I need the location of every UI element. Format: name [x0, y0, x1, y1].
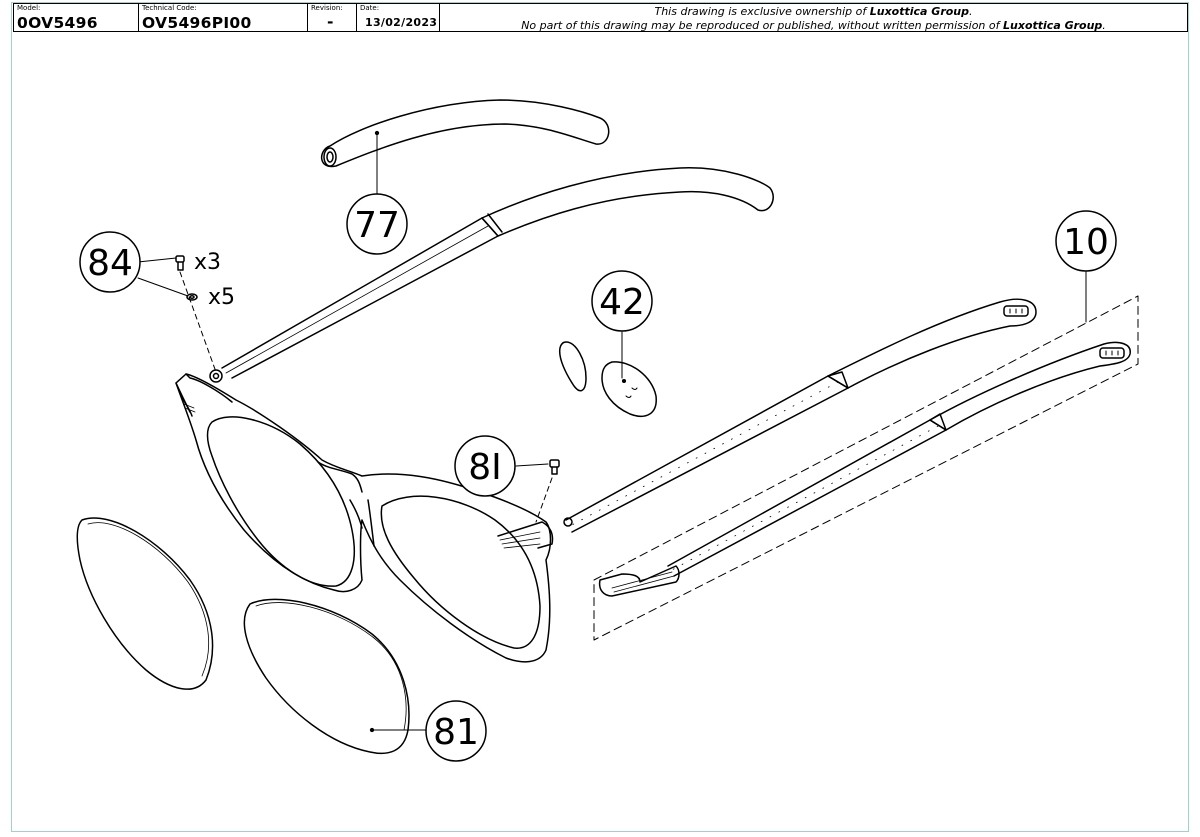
front-frame — [175, 369, 554, 663]
revision-cell: Revision: - — [308, 4, 357, 31]
date-label: Date: — [360, 4, 380, 12]
revision-value: - — [327, 13, 334, 31]
callout-10-label: 10 — [1063, 222, 1109, 263]
callout-8I: 8I — [454, 435, 516, 497]
drawing-sheet-border — [11, 2, 1189, 832]
callout-84-screw-qty: x3 — [194, 250, 221, 275]
technical-code-cell: Technical Code: OV5496PI00 — [139, 4, 308, 32]
callout-77-label: 77 — [354, 205, 400, 246]
ownership-note-line2: No part of this drawing may be reproduce… — [521, 19, 1106, 32]
nose-pads-42 — [558, 331, 657, 417]
upper-temple-arm — [221, 167, 774, 379]
callout-81-label: 81 — [433, 712, 479, 753]
technical-code-value: OV5496PI00 — [142, 14, 252, 32]
callout-42: 42 — [591, 270, 653, 332]
screw-84 — [137, 255, 217, 373]
ownership-note-line1: This drawing is exclusive ownership of L… — [654, 5, 973, 18]
callout-84: 84 x3 x5 — [79, 231, 235, 310]
model-cell: Model: 0OV5496 — [14, 4, 139, 32]
lenses-81 — [76, 517, 429, 755]
model-label: Model: — [17, 4, 41, 12]
callout-84-washer-qty: x5 — [208, 285, 235, 310]
callout-10: 10 — [1055, 210, 1117, 272]
model-value: 0OV5496 — [17, 14, 98, 32]
lower-temple-arm — [563, 298, 1037, 533]
callout-81: 81 — [425, 700, 487, 762]
callout-77: 77 — [346, 132, 408, 255]
title-block: Model: 0OV5496 Technical Code: OV5496PI0… — [13, 3, 1188, 32]
callout-8I-label: 8I — [468, 447, 502, 488]
screw-8I — [515, 459, 560, 523]
callout-42-label: 42 — [599, 282, 645, 323]
ownership-note-cell: This drawing is exclusive ownership of L… — [440, 4, 1187, 32]
callout-84-label: 84 — [87, 243, 133, 284]
revision-label: Revision: — [311, 4, 343, 12]
temple-tip-77 — [321, 99, 610, 168]
technical-code-label: Technical Code: — [142, 4, 197, 12]
date-value: 13/02/2023 — [365, 16, 438, 29]
date-cell: Date: 13/02/2023 — [357, 4, 440, 31]
temple-assembly-10 — [593, 263, 1139, 641]
